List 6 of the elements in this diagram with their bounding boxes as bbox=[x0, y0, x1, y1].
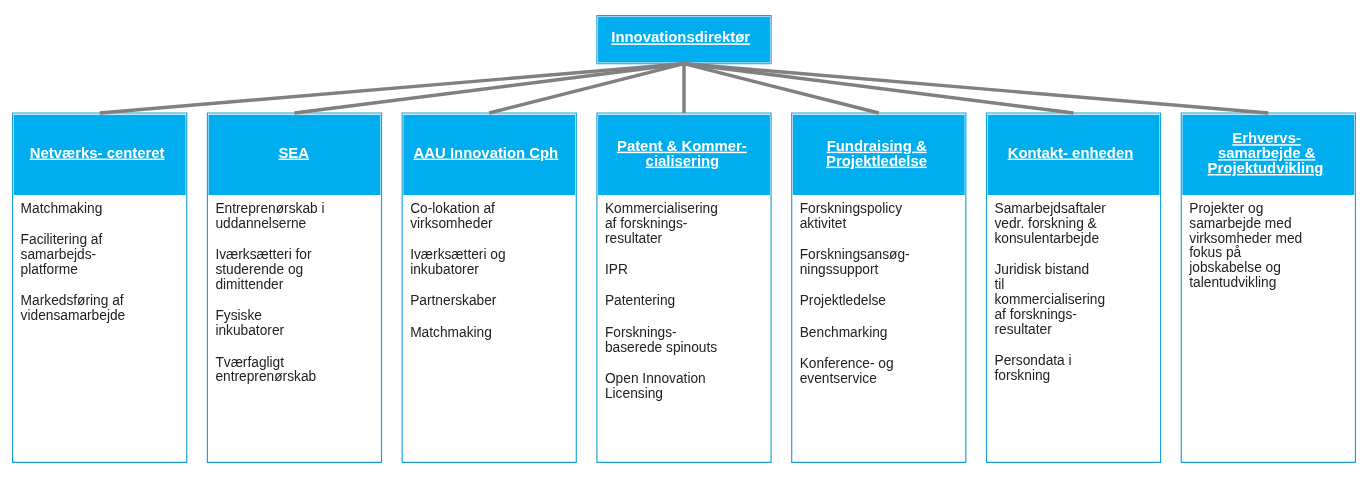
connector bbox=[294, 61, 685, 115]
connector bbox=[683, 61, 1269, 115]
connector bbox=[99, 61, 685, 115]
connector bbox=[488, 61, 685, 115]
connector bbox=[682, 63, 686, 113]
connector bbox=[683, 61, 1074, 115]
